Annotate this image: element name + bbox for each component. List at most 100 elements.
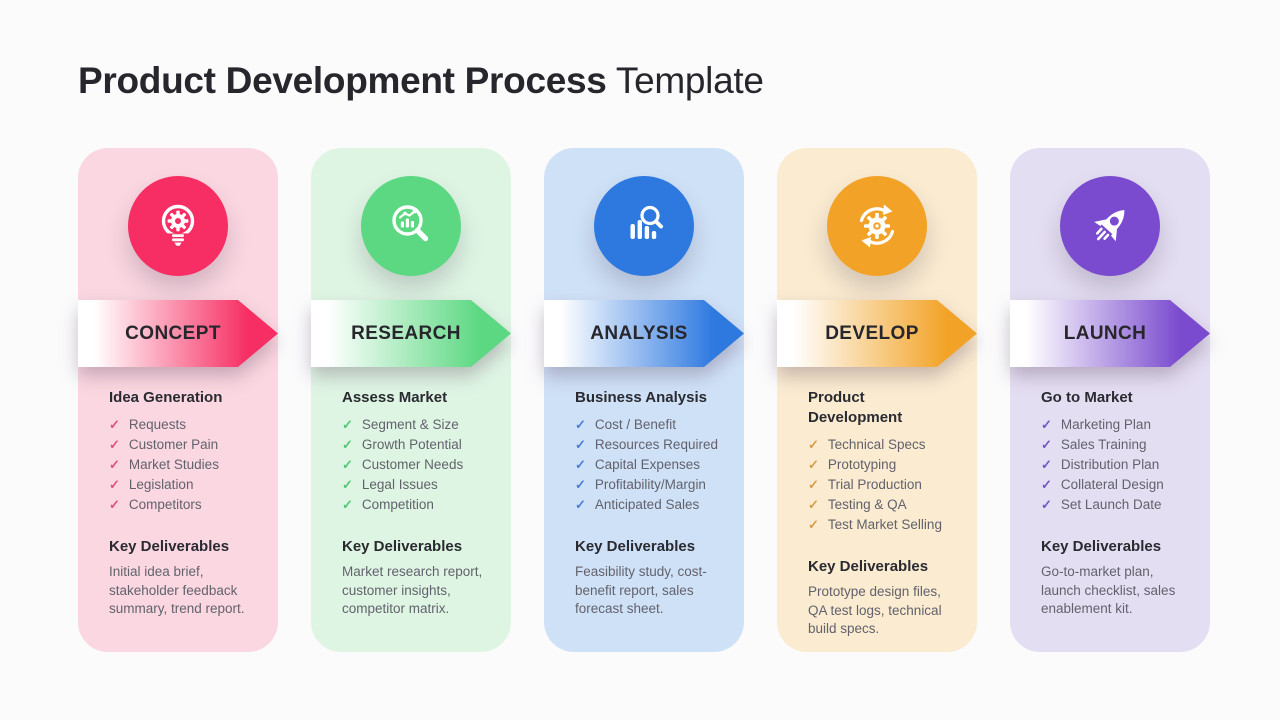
checklist-item-label: Segment & Size — [361, 417, 459, 432]
check-icon: ✓ — [1041, 457, 1052, 472]
checklist-item-label: Distribution Plan — [1060, 457, 1160, 472]
checklist-item-label: Customer Pain — [128, 437, 219, 452]
deliverables-text: Prototype design files, QA test logs, te… — [808, 584, 942, 636]
stage-checklist: ✓ Requests ✓ Customer Pain ✓ Market Studies… — [109, 415, 260, 515]
checklist-item-label: Marketing Plan — [1060, 417, 1151, 432]
checklist-item-label: Cost / Benefit — [594, 417, 676, 432]
checklist-item: ✓ Segment & Size — [342, 415, 493, 435]
stage-checklist: ✓ Marketing Plan ✓ Sales Training ✓ Distrib… — [1041, 415, 1192, 515]
checklist-item: ✓ Sales Training — [1041, 435, 1192, 455]
check-icon: ✓ — [808, 437, 819, 452]
checklist-item: ✓ Distribution Plan — [1041, 455, 1192, 475]
checklist-item: ✓ Growth Potential — [342, 435, 493, 455]
checklist-item-label: Growth Potential — [361, 437, 462, 452]
stage-icon-badge — [361, 176, 461, 276]
checklist-item: ✓ Test Market Selling — [808, 515, 959, 535]
checklist-item: ✓ Requests — [109, 415, 260, 435]
checklist-item: ✓Competition — [342, 495, 493, 515]
stage-content: Idea Generation ✓ Requests ✓ Customer Pain… — [78, 388, 278, 619]
check-icon: ✓ — [1041, 437, 1052, 452]
stage-checklist: ✓ Cost / Benefit ✓ Resources Required ✓Cap… — [575, 415, 726, 515]
check-icon: ✓ — [1041, 497, 1052, 512]
checklist-item: ✓ Legal Issues — [342, 475, 493, 495]
check-icon: ✓ — [109, 417, 120, 432]
checklist-item: ✓ Collateral Design — [1041, 475, 1192, 495]
stage-icon-badge — [1060, 176, 1160, 276]
checklist-item-label: Sales Training — [1060, 437, 1147, 452]
checklist-item: ✓ Marketing Plan — [1041, 415, 1192, 435]
stage-icon-badge — [128, 176, 228, 276]
checklist-item: ✓ Set Launch Date — [1041, 495, 1192, 515]
checklist-item: ✓Testing & QA — [808, 495, 959, 515]
check-icon: ✓ — [1041, 417, 1052, 432]
checklist-item: ✓Capital Expenses — [575, 455, 726, 475]
checklist-item-label: Resources Required — [594, 437, 718, 452]
check-icon: ✓ — [342, 457, 353, 472]
stage-subtitle: Idea Generation — [109, 389, 223, 406]
stage-column-research: RESEARCH Assess Market ✓ Segment & Size ✓… — [311, 148, 511, 652]
checklist-item: ✓ Technical Specs — [808, 435, 959, 455]
deliverables-text: Market research report, customer insight… — [342, 564, 483, 616]
checklist-item: ✓Customer Needs — [342, 455, 493, 475]
checklist-item-label: Set Launch Date — [1060, 497, 1162, 512]
check-icon: ✓ — [575, 457, 586, 472]
checklist-item: ✓ Anticipated Sales — [575, 495, 726, 515]
stage-banner: RESEARCH — [311, 300, 511, 367]
checklist-item-label: Testing & QA — [827, 497, 907, 512]
stage-banner: DEVELOP — [777, 300, 977, 367]
checklist-item-label: Legal Issues — [361, 477, 438, 492]
check-icon: ✓ — [109, 497, 120, 512]
stage-banner-label: LAUNCH — [1063, 322, 1147, 344]
check-icon: ✓ — [109, 437, 120, 452]
checklist-item-label: Prototyping — [827, 457, 897, 472]
check-icon: ✓ — [109, 457, 120, 472]
checklist-item: ✓ Customer Pain — [109, 435, 260, 455]
deliverables-heading: Key Deliverables — [342, 538, 463, 555]
stage-column-analysis: ANALYSIS Business Analysis ✓ Cost / Benef… — [544, 148, 744, 652]
checklist-item-label: Test Market Selling — [827, 517, 942, 532]
checklist-item: ✓ Legislation — [109, 475, 260, 495]
page-title-emphasis: Product Development Process — [78, 60, 607, 101]
checklist-item-label: Technical Specs — [827, 437, 926, 452]
checklist-item-label: Collateral Design — [1060, 477, 1164, 492]
check-icon: ✓ — [342, 417, 353, 432]
process-columns: CONCEPT Idea Generation ✓Requests ✓Custo… — [78, 148, 1210, 652]
stage-icon-badge — [827, 176, 927, 276]
stage-column-launch: LAUNCH Go to Market ✓Marketing Plan ✓Sal… — [1010, 148, 1210, 652]
magnifier-chart-icon — [392, 205, 429, 242]
stage-icon-badge — [594, 176, 694, 276]
stage-banner-label: DEVELOP — [825, 322, 919, 344]
stage-banner-label: ANALYSIS — [590, 322, 688, 344]
checklist-item-label: Competition — [361, 497, 434, 512]
stage-subtitle: Assess Market — [342, 389, 448, 406]
checklist-item: ✓ Trial Production — [808, 475, 959, 495]
checklist-item-label: Competitors — [128, 497, 202, 512]
check-icon: ✓ — [808, 477, 819, 492]
rocket-icon — [1094, 210, 1125, 242]
lightbulb-gear-icon — [161, 204, 195, 246]
stage-checklist: ✓ Technical Specs ✓ Prototyping ✓ Trial Pro… — [808, 435, 959, 535]
checklist-item-label: Profitability/Margin — [594, 477, 706, 492]
deliverables-text: Go-to-market plan, launch checklist, sal… — [1041, 564, 1176, 616]
check-icon: ✓ — [575, 497, 586, 512]
check-icon: ✓ — [109, 477, 120, 492]
check-icon: ✓ — [342, 477, 353, 492]
checklist-item-label: Anticipated Sales — [594, 497, 700, 512]
stage-subtitle: Product Development — [808, 389, 903, 426]
checklist-item: ✓ Competitors — [109, 495, 260, 515]
check-icon: ✓ — [342, 437, 353, 452]
check-icon: ✓ — [808, 517, 819, 532]
checklist-item-label: Market Studies — [128, 457, 219, 472]
check-icon: ✓ — [1041, 477, 1052, 492]
stage-subtitle: Business Analysis — [575, 389, 708, 406]
bar-chart-magnifier-icon — [630, 205, 663, 239]
checklist-item: ✓ Cost / Benefit — [575, 415, 726, 435]
stage-banner-label: CONCEPT — [125, 322, 221, 344]
stage-content: Assess Market ✓ Segment & Size ✓ Growth Po… — [311, 388, 511, 619]
check-icon: ✓ — [575, 417, 586, 432]
checklist-item-label: Trial Production — [827, 477, 922, 492]
deliverables-text: Initial idea brief, stakeholder feedback… — [109, 564, 245, 616]
checklist-item-label: Legislation — [128, 477, 194, 492]
stage-content: Product Development ✓ Technical Specs ✓ Pr… — [777, 388, 977, 639]
checklist-item-label: Requests — [128, 417, 186, 432]
